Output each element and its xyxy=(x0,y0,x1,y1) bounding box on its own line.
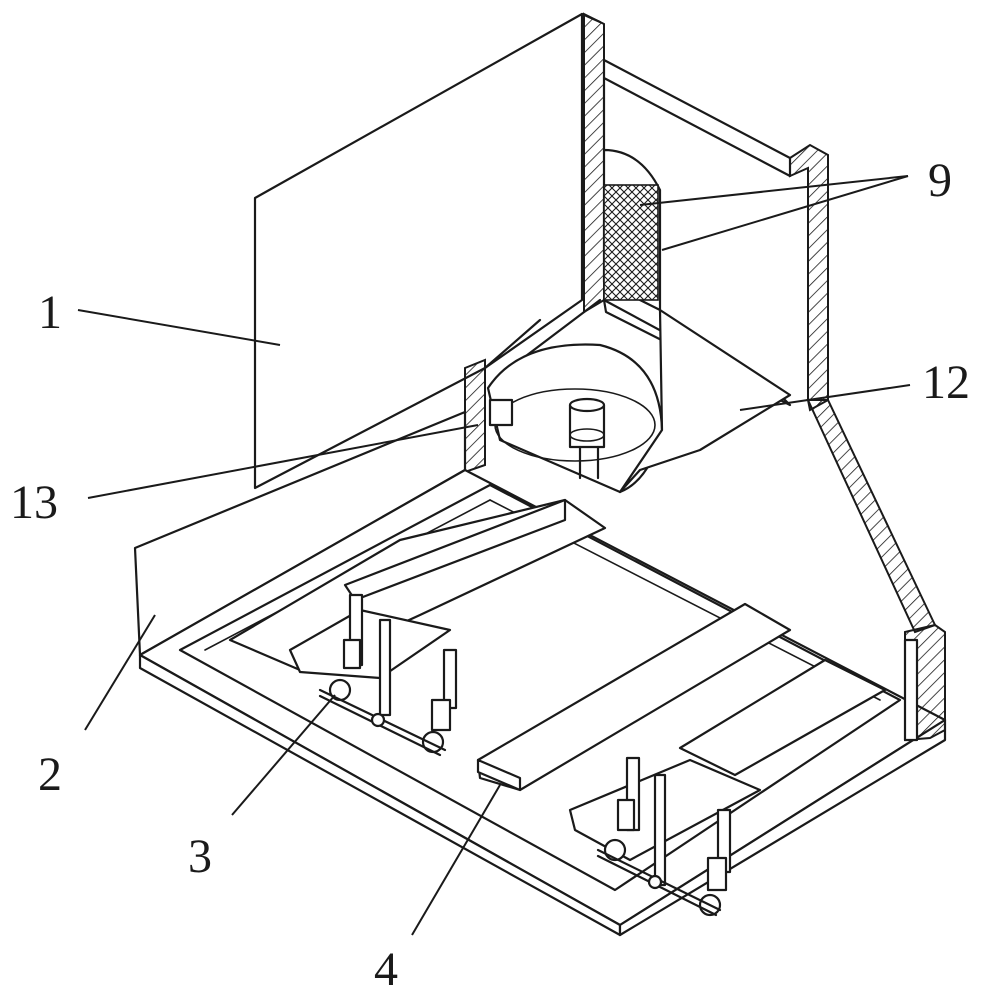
leader-1 xyxy=(77,309,281,346)
leader-9b xyxy=(661,175,909,251)
label-9: 9 xyxy=(928,154,952,207)
label-3: 3 xyxy=(188,830,212,883)
leader-4 xyxy=(411,784,501,936)
leader-9a xyxy=(639,175,909,206)
left-actuator-assembly xyxy=(318,593,458,757)
leader-2 xyxy=(84,614,156,731)
filter-mesh xyxy=(602,148,662,312)
leader-13 xyxy=(87,424,479,499)
label-12: 12 xyxy=(922,356,970,409)
left-trough xyxy=(228,498,607,680)
leader-12 xyxy=(739,384,911,411)
right-duct-wall xyxy=(789,143,937,634)
label-2: 2 xyxy=(38,748,62,801)
blower-fan xyxy=(486,343,664,494)
label-1: 1 xyxy=(38,286,62,339)
leader-3 xyxy=(231,694,336,816)
inner-plate xyxy=(618,308,792,494)
right-end-panel xyxy=(903,623,946,742)
right-actuator-assembly xyxy=(596,756,732,917)
label-13: 13 xyxy=(10,476,58,529)
label-4: 4 xyxy=(374,943,398,996)
leader-lines xyxy=(77,175,911,936)
